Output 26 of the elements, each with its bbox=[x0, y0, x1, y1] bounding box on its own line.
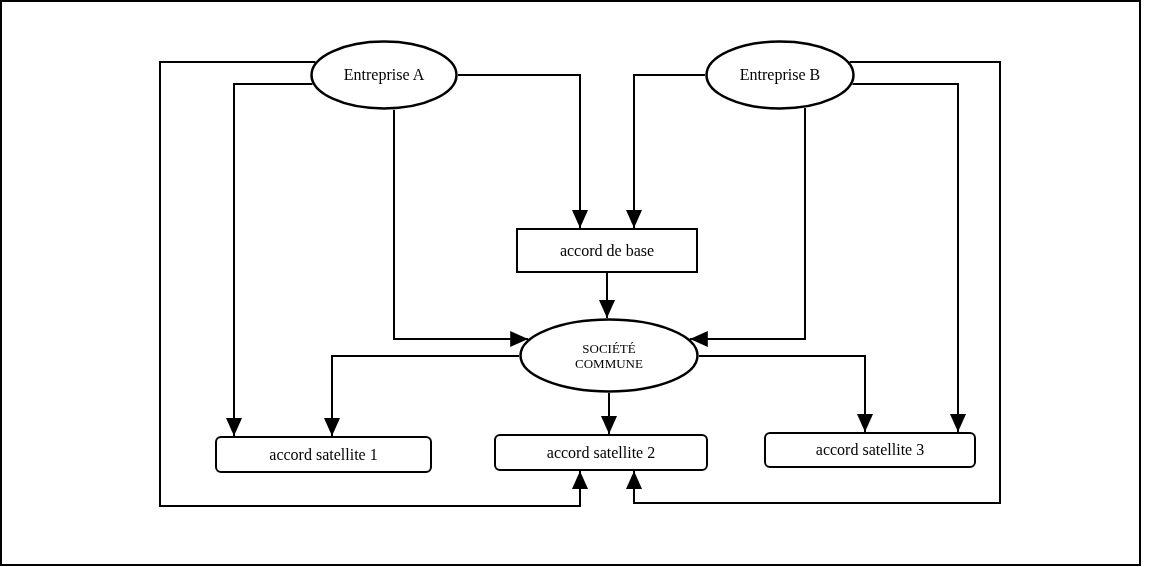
arrow bbox=[698, 355, 873, 433]
arrow bbox=[626, 74, 706, 229]
node-label: Entreprise A bbox=[343, 65, 425, 86]
node-label: accord satellite 1 bbox=[269, 444, 378, 465]
node-label: accord de base bbox=[559, 240, 655, 261]
arrow bbox=[457, 74, 588, 229]
node-label: accord satellite 2 bbox=[546, 442, 656, 463]
arrow bbox=[688, 107, 806, 347]
node-label: SOCIÉTÉ COMMUNE bbox=[574, 340, 644, 371]
ellipse-node bbox=[310, 40, 458, 110]
node-label: accord satellite 3 bbox=[815, 440, 925, 460]
rounded-box bbox=[494, 434, 708, 471]
arrow bbox=[324, 355, 520, 437]
rounded-box bbox=[215, 436, 432, 473]
rounded-box bbox=[764, 432, 976, 468]
ellipse-node bbox=[705, 40, 855, 110]
arrow bbox=[226, 83, 314, 437]
node-label: Entreprise B bbox=[739, 65, 821, 86]
arrow bbox=[626, 61, 1001, 504]
ellipse-node bbox=[519, 318, 699, 393]
arrow bbox=[599, 272, 615, 319]
arrow bbox=[601, 392, 617, 435]
arrow bbox=[393, 108, 530, 347]
arrow bbox=[159, 61, 588, 507]
arrow bbox=[851, 83, 966, 433]
process-box bbox=[516, 228, 698, 273]
